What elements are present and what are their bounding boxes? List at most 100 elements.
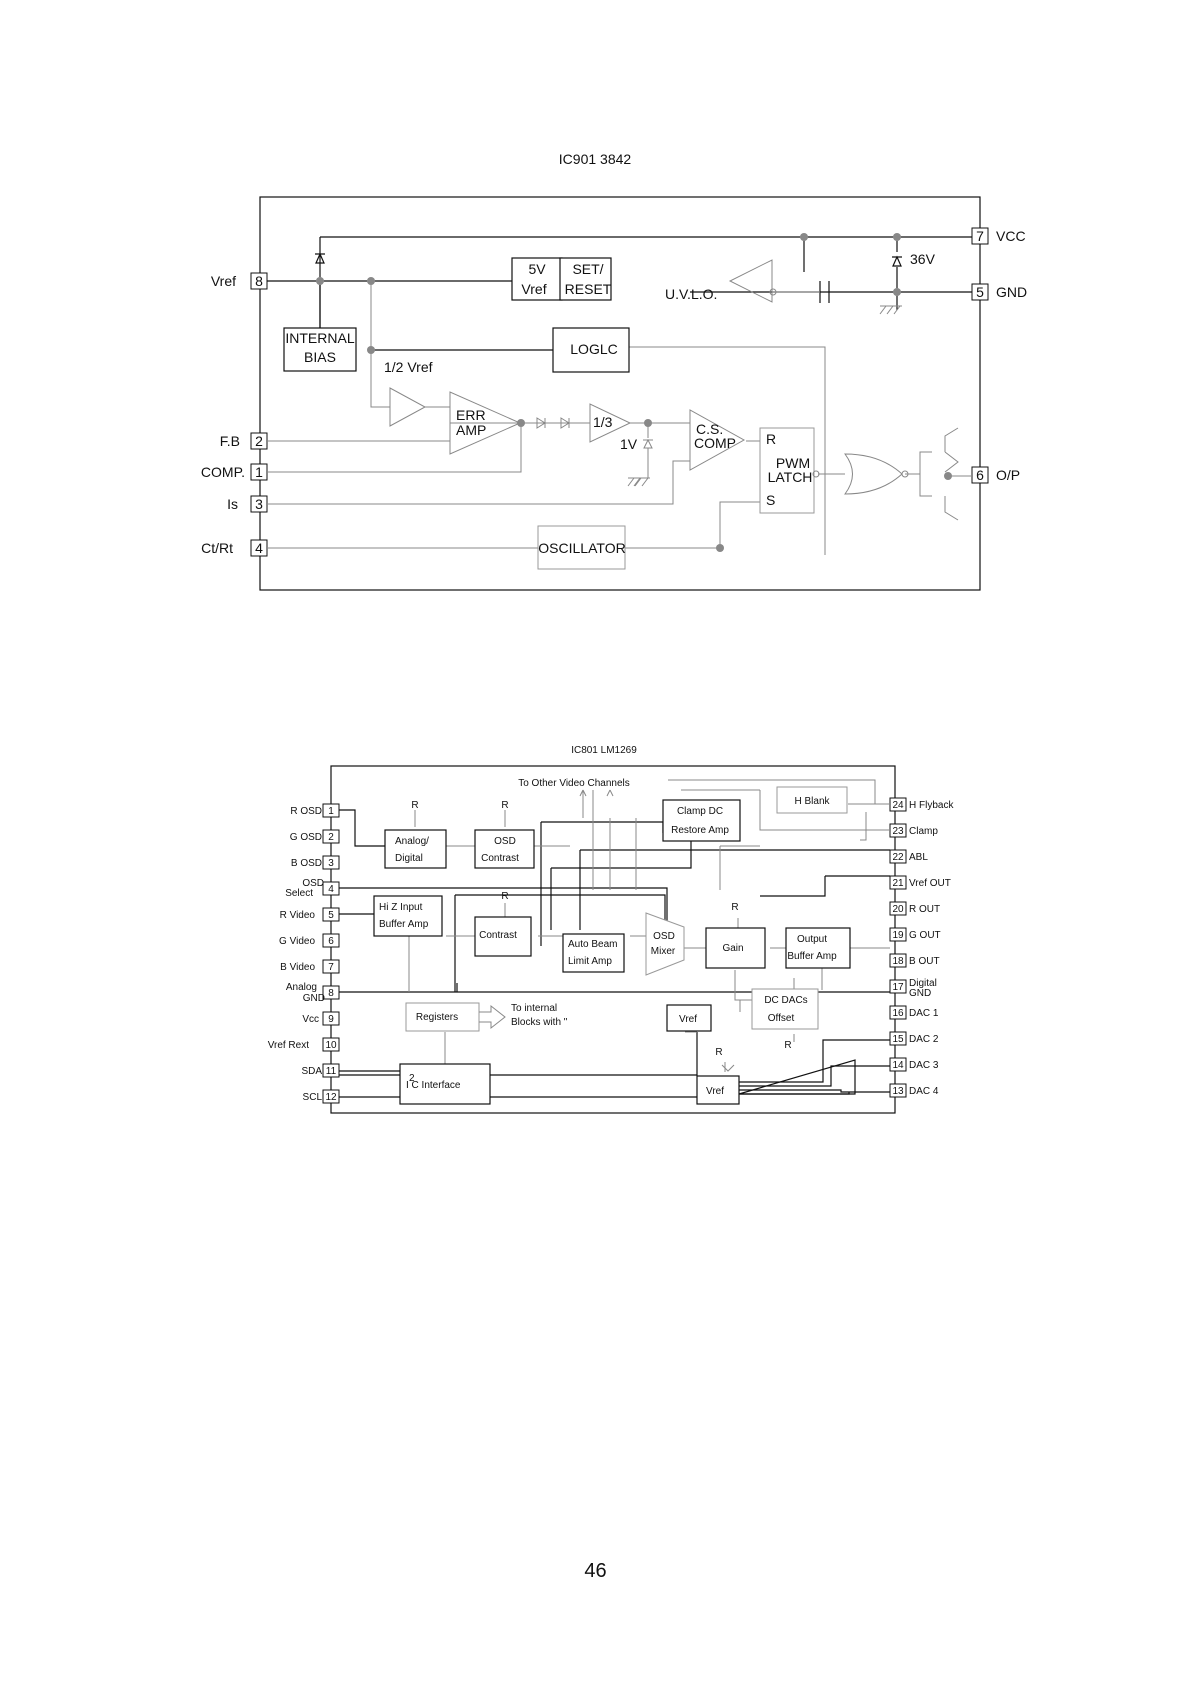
svg-text:Vref: Vref bbox=[679, 1014, 697, 1025]
svg-text:R: R bbox=[766, 431, 776, 447]
ic801-hiz-input-buffer-block bbox=[373, 895, 443, 937]
ic801-pin-label: DAC 4 bbox=[909, 1086, 939, 1097]
ic801-pin-label: DAC 1 bbox=[909, 1008, 939, 1019]
svg-text:3: 3 bbox=[328, 858, 334, 869]
svg-text:11: 11 bbox=[326, 1066, 337, 1077]
ic801-pin-label: G OSD bbox=[290, 832, 322, 843]
svg-text:Restore Amp: Restore Amp bbox=[671, 825, 729, 836]
svg-text:6: 6 bbox=[328, 936, 334, 947]
ic901-output-or-gate bbox=[844, 453, 903, 495]
svg-text:LOGLC: LOGLC bbox=[570, 341, 617, 357]
ic801-dc-dacs-block bbox=[751, 988, 819, 1030]
svg-text:OSD: OSD bbox=[653, 931, 675, 942]
svg-text:1: 1 bbox=[255, 464, 263, 480]
svg-text:23: 23 bbox=[892, 826, 904, 837]
ic801-pin-label: Clamp bbox=[909, 826, 938, 837]
svg-text:GND: GND bbox=[303, 993, 325, 1004]
svg-text:AMP: AMP bbox=[456, 422, 486, 438]
svg-text:Contrast: Contrast bbox=[479, 930, 517, 941]
svg-text:OSD: OSD bbox=[494, 836, 516, 847]
svg-text:7: 7 bbox=[976, 228, 984, 244]
svg-text:DC DACs: DC DACs bbox=[764, 995, 807, 1006]
svg-text:Contrast: Contrast bbox=[481, 853, 519, 864]
svg-text:8: 8 bbox=[328, 988, 334, 999]
svg-text:Buffer Amp: Buffer Amp bbox=[379, 919, 429, 930]
ic901-error-amplifier bbox=[449, 391, 522, 455]
svg-text:10: 10 bbox=[325, 1040, 337, 1051]
svg-text:Registers: Registers bbox=[416, 1012, 458, 1023]
svg-text:Mixer: Mixer bbox=[651, 946, 676, 957]
svg-text:5: 5 bbox=[976, 284, 984, 300]
svg-text:S: S bbox=[766, 492, 775, 508]
ic801-to-internal-label: To internal bbox=[511, 1003, 557, 1014]
svg-text:BIAS: BIAS bbox=[304, 349, 336, 365]
ic801-pin-label: Vref OUT bbox=[909, 878, 951, 889]
svg-text:Buffer Amp: Buffer Amp bbox=[787, 951, 837, 962]
ic901-logic-block bbox=[552, 327, 630, 373]
svg-text:20: 20 bbox=[892, 904, 904, 915]
svg-text:4: 4 bbox=[255, 540, 263, 556]
svg-text:Blocks with ": Blocks with " bbox=[511, 1017, 568, 1028]
svg-text:5V: 5V bbox=[528, 261, 546, 277]
svg-text:ERR: ERR bbox=[456, 407, 486, 423]
svg-text:PWM: PWM bbox=[776, 455, 810, 471]
svg-text:INTERNAL: INTERNAL bbox=[285, 330, 354, 346]
svg-text:17: 17 bbox=[892, 982, 904, 993]
ic801-pin-label: DAC 3 bbox=[909, 1060, 939, 1071]
ic801-registers-block bbox=[405, 1002, 480, 1032]
ic801-to-other-channels-label: To Other Video Channels bbox=[518, 778, 630, 789]
ic801-r-label: R bbox=[501, 800, 508, 811]
svg-text:Digital: Digital bbox=[395, 853, 423, 864]
ic801-auto-beam-limit-block bbox=[562, 933, 625, 973]
ic801-vref-block-a bbox=[666, 1004, 712, 1032]
svg-text:Gain: Gain bbox=[722, 943, 743, 954]
ic801-pin-label: R OUT bbox=[909, 904, 940, 915]
ic901-pin-label-vcc: VCC bbox=[996, 228, 1026, 244]
svg-text:H Blank: H Blank bbox=[794, 796, 830, 807]
svg-text:LATCH: LATCH bbox=[768, 469, 813, 485]
ic901-uvlo-label: U.V.L.O. bbox=[665, 286, 717, 302]
ic901-outline bbox=[259, 196, 981, 591]
svg-text:Clamp DC: Clamp DC bbox=[677, 806, 723, 817]
ic801-osd-mixer-block bbox=[645, 912, 685, 976]
ic901-1v-label: 1V bbox=[620, 436, 638, 452]
ic901-diagram: IC901 3842 8 Vref 2 F.B 1 COMP. 3 Is 4 C… bbox=[201, 151, 1027, 591]
svg-text:2: 2 bbox=[328, 832, 334, 843]
ic801-pin-label: G Video bbox=[279, 936, 315, 947]
ic901-pin-label-vref: Vref bbox=[211, 273, 236, 289]
page-number: 46 bbox=[584, 1560, 607, 1582]
svg-text:9: 9 bbox=[328, 1014, 334, 1025]
ic801-i2c-interface-block bbox=[399, 1063, 491, 1105]
ic801-gain-block bbox=[705, 927, 766, 969]
ic801-pin-label: Digital bbox=[909, 978, 937, 989]
ic901-uvlo-comparator bbox=[728, 259, 773, 303]
svg-text:1/3: 1/3 bbox=[593, 414, 613, 430]
ic801-hblank-block bbox=[776, 786, 848, 814]
svg-text:I C Interface: I C Interface bbox=[406, 1080, 461, 1091]
ic801-output-buffer-block bbox=[785, 927, 851, 969]
svg-text:2: 2 bbox=[255, 433, 263, 449]
arrow-up-icon bbox=[606, 789, 614, 797]
ic901-cs-comparator bbox=[689, 409, 746, 471]
svg-text:24: 24 bbox=[892, 800, 904, 811]
ic801-pin-label: B OUT bbox=[909, 956, 940, 967]
ic801-analog-digital-block bbox=[384, 829, 447, 869]
ic801-osd-contrast-block bbox=[474, 829, 535, 869]
ic901-set-reset-block bbox=[559, 257, 612, 301]
ic801-pin-label: Analog bbox=[286, 982, 317, 993]
ic801-pin-label: ABL bbox=[909, 852, 928, 863]
svg-text:Offset: Offset bbox=[768, 1013, 795, 1024]
ic901-pin-7 bbox=[971, 227, 989, 245]
ic901-pin-label-gnd: GND bbox=[996, 284, 1027, 300]
svg-text:Limit Amp: Limit Amp bbox=[568, 956, 612, 967]
ic901-pin-label-comp: COMP. bbox=[201, 464, 245, 480]
svg-text:12: 12 bbox=[325, 1092, 337, 1103]
ic901-pin-label-op: O/P bbox=[996, 467, 1020, 483]
ic901-pwm-latch-block bbox=[759, 427, 815, 514]
ic801-pin-label: OSD bbox=[302, 878, 324, 889]
ic801-pin-label: Vref Rext bbox=[268, 1040, 310, 1051]
svg-text:18: 18 bbox=[892, 956, 904, 967]
ic801-r-label: R bbox=[501, 891, 508, 902]
